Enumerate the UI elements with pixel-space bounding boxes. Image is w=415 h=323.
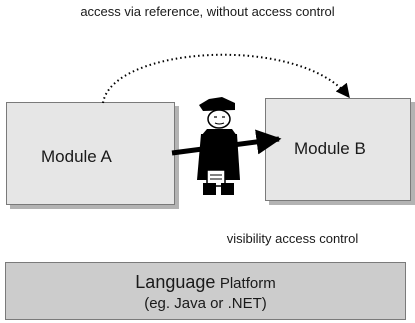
reference-access-arrow [102,53,350,104]
module-b-label: Module B [294,139,366,158]
platform-title-language: Language [135,272,216,292]
reference-access-caption: access via reference, without access con… [80,4,335,19]
platform-title: Language Platform [6,272,405,293]
visibility-control-caption: visibility access control [226,231,359,246]
platform-title-platform: Platform [219,275,276,292]
guard-icon [197,97,240,195]
module-a-label: Module A [41,147,112,166]
language-platform-box: Language Platform (eg. Java or .NET) [5,262,406,320]
module-b-box: Module B [265,98,411,201]
platform-examples: (eg. Java or .NET) [144,295,267,312]
